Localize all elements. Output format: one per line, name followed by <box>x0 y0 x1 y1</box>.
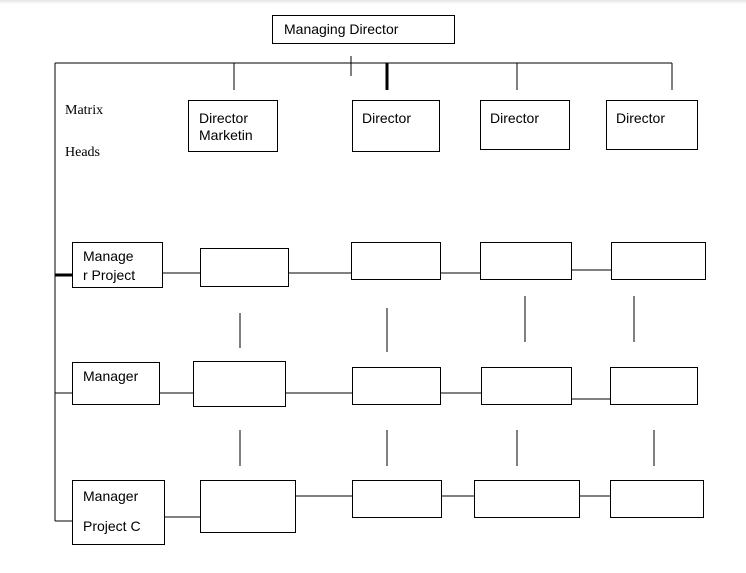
matrix-cell-r1-c3 <box>480 242 572 280</box>
matrix-cell-r2-c2 <box>352 367 441 405</box>
manager-project-label-line1: Manage <box>83 248 134 264</box>
director-label: Director <box>616 110 666 126</box>
director-marketing-box: Director Marketin <box>188 100 278 152</box>
director-box-3: Director <box>480 100 570 150</box>
director-label: Director <box>362 110 412 126</box>
matrix-cell-r2-c3 <box>481 367 572 405</box>
matrix-cell-r1-c2 <box>351 242 441 280</box>
matrix-cell-r3-c3 <box>474 480 580 518</box>
manager-project-c-box: Manager Project C <box>72 480 165 545</box>
matrix-cell-r1-c1 <box>200 248 289 287</box>
manager-project-label-line2: r Project <box>83 267 136 283</box>
managing-director-box: Managing Director <box>272 15 455 44</box>
manager-label: Manager <box>83 368 139 384</box>
matrix-cell-r3-c1 <box>200 480 296 533</box>
heads-label: Heads <box>65 145 100 160</box>
director-label: Director <box>490 110 540 126</box>
manager-project-c-label-line2: Project C <box>83 518 141 534</box>
director-label: Director <box>199 110 249 126</box>
top-shadow <box>0 0 746 4</box>
matrix-cell-r1-c4 <box>611 242 706 280</box>
matrix-cell-r3-c4 <box>610 480 704 518</box>
matrix-cell-r2-c1 <box>193 361 286 407</box>
manager-project-box: Manage r Project <box>72 242 163 288</box>
matrix-cell-r2-c4 <box>610 367 698 405</box>
director-box-2: Director <box>352 100 440 152</box>
managing-director-label: Managing Director <box>284 21 399 37</box>
manager-project-c-label-line1: Manager <box>83 488 139 504</box>
director-box-4: Director <box>606 100 698 150</box>
director-marketing-label: Marketin <box>199 127 253 143</box>
manager-box: Manager <box>72 362 160 405</box>
matrix-label: Matrix <box>65 103 104 118</box>
matrix-cell-r3-c2 <box>352 480 442 518</box>
